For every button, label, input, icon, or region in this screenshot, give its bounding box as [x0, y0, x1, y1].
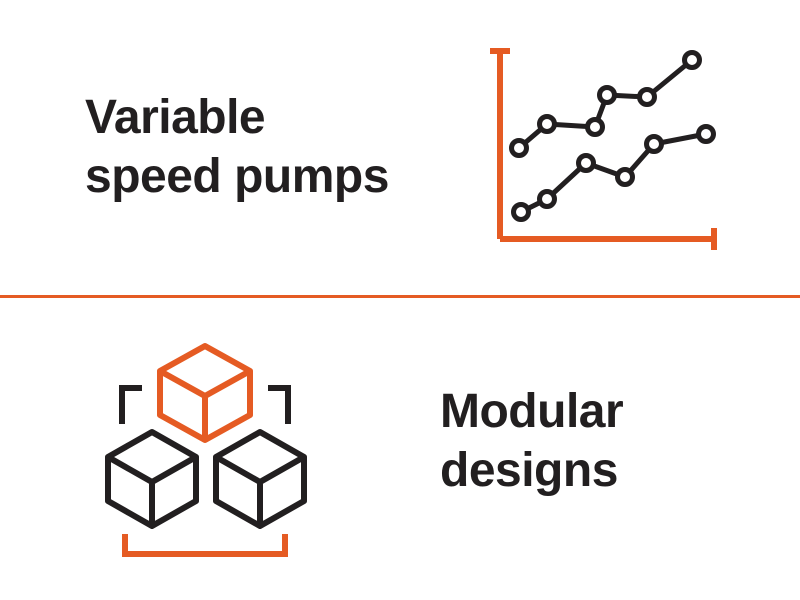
modular-cubes-svg — [105, 343, 307, 557]
bracket-left-icon — [119, 385, 142, 424]
line-chart-svg — [490, 48, 717, 250]
cube-bottom-right — [213, 429, 307, 529]
title-line-2: designs — [440, 444, 618, 497]
title-line-1: Modular — [440, 385, 624, 438]
section-divider — [0, 295, 800, 298]
modular-cubes-icon — [100, 336, 312, 566]
cube-top-orange — [157, 343, 253, 443]
title-line-1: Variable — [85, 91, 266, 144]
chart-nodes-lower — [511, 124, 716, 222]
line-chart-icon — [488, 40, 724, 252]
chart-nodes-upper — [509, 50, 702, 158]
modular-designs-title: Modular designs — [440, 382, 624, 500]
cube-bottom-left — [105, 429, 199, 529]
variable-speed-pumps-title: Variable speed pumps — [85, 88, 389, 206]
bracket-right-icon — [268, 385, 291, 424]
title-line-2: speed pumps — [85, 150, 389, 203]
bracket-bottom-icon — [122, 534, 288, 557]
chart-axes — [490, 48, 717, 250]
